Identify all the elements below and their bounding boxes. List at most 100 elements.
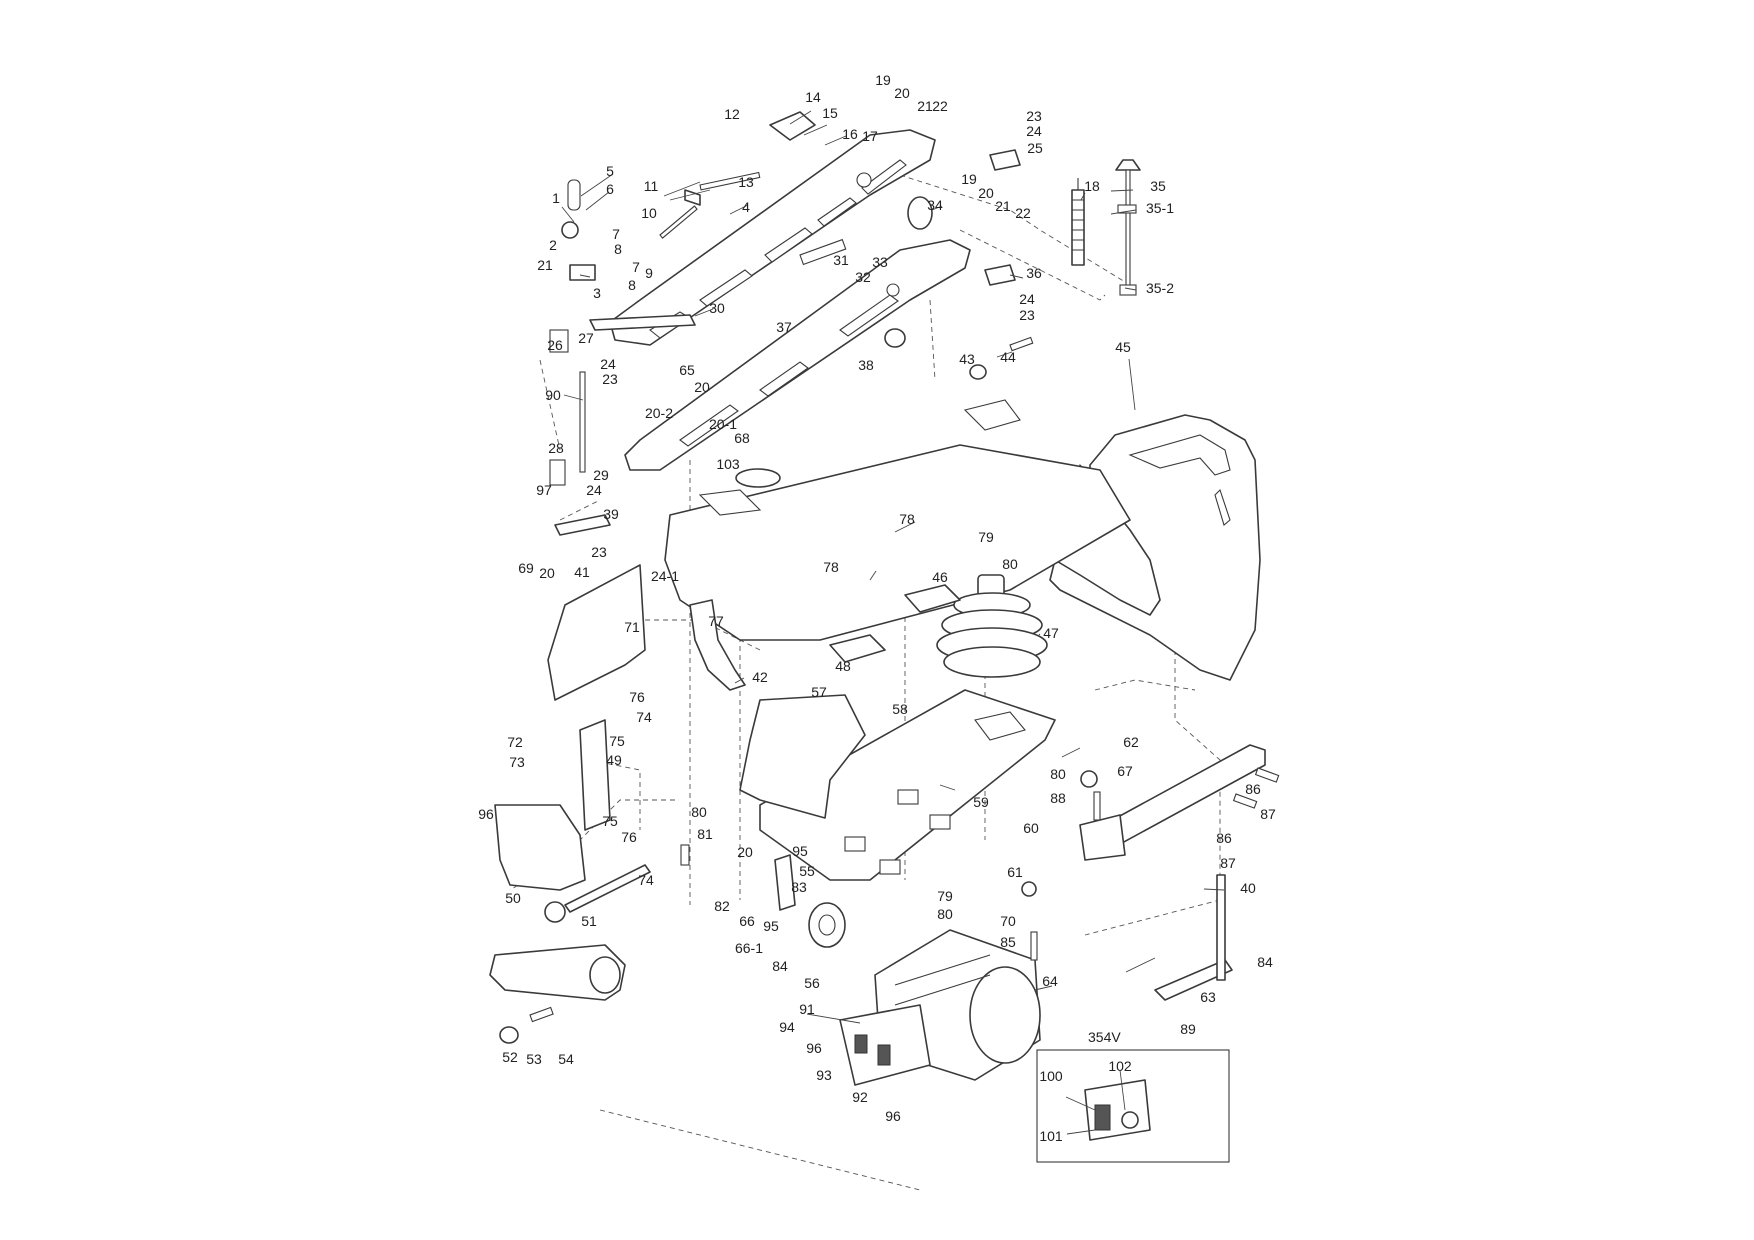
callout-label: 83 — [791, 879, 807, 895]
callout-label: 58 — [892, 701, 908, 717]
callout-label: 21 — [537, 257, 553, 273]
callout-label: 40 — [1240, 880, 1256, 896]
callout-label: 71 — [624, 619, 640, 635]
callout-label: 27 — [578, 330, 594, 346]
callout-label: 26 — [547, 337, 563, 353]
callout-label: 47 — [1043, 625, 1059, 641]
callout-label: 67 — [1117, 763, 1133, 779]
callout-label: 41 — [574, 564, 590, 580]
callout-label: 80 — [691, 804, 707, 820]
callout-label: 24-1 — [651, 568, 679, 584]
callout-label: 19 — [875, 72, 891, 88]
callout-label: 10 — [641, 205, 657, 221]
callout-label: 35 — [1150, 178, 1166, 194]
callout-label: 60 — [1023, 820, 1039, 836]
crank-housing — [489, 944, 626, 1001]
callout-label: 4 — [742, 199, 750, 215]
side-guard — [547, 564, 646, 701]
callout-label: 23 — [1019, 307, 1035, 323]
clamp-blocks — [829, 584, 961, 663]
callout-label: 80 — [1050, 766, 1066, 782]
callout-label: 23 — [602, 371, 618, 387]
callout-label: 45 — [1115, 339, 1131, 355]
callout-label: 20 — [894, 85, 910, 101]
callout-label: 94 — [779, 1019, 795, 1035]
callout-label: 52 — [502, 1049, 518, 1065]
callout-label: 84 — [1257, 954, 1273, 970]
callout-label: 20 — [978, 185, 994, 201]
callout-label: 8 — [628, 277, 636, 293]
pulley — [808, 902, 846, 948]
callout-label: 25 — [1027, 140, 1043, 156]
spring — [1071, 178, 1085, 266]
callout-label: 76 — [621, 829, 637, 845]
tilt-scale — [689, 599, 746, 691]
callout-label: 95 — [763, 918, 779, 934]
callout-label: 96 — [806, 1040, 822, 1056]
base — [759, 689, 1056, 881]
callout-label: 24 — [600, 356, 616, 372]
callout-label: 77 — [708, 613, 724, 629]
callout-label: 70 — [1000, 913, 1016, 929]
blade — [579, 371, 586, 473]
callout-label: 80 — [937, 906, 953, 922]
callout-label: 23 — [1026, 108, 1042, 124]
callout-label: 19 — [961, 171, 977, 187]
callout-label: 22 — [1015, 205, 1031, 221]
callout-label: 66-1 — [735, 940, 763, 956]
callout-label: 22 — [932, 98, 948, 114]
callout-label: 93 — [816, 1067, 832, 1083]
callout-label: 82 — [714, 898, 730, 914]
callout-label: 13 — [738, 174, 754, 190]
callout-label: 12 — [724, 106, 740, 122]
callout-label: 15 — [822, 105, 838, 121]
leader-lines — [561, 110, 1225, 1135]
callout-label: 11 — [644, 178, 659, 194]
callout-label: 80 — [1002, 556, 1018, 572]
lift-bracket — [1154, 959, 1233, 1001]
callout-label: 48 — [835, 658, 851, 674]
callout-label: 79 — [978, 529, 994, 545]
callout-label: 50 — [505, 890, 521, 906]
callout-label: 24 — [586, 482, 602, 498]
callout-label: 96 — [885, 1108, 901, 1124]
callout-label: 84 — [772, 958, 788, 974]
callout-label: 36 — [1026, 265, 1042, 281]
callout-label: 96 — [478, 806, 494, 822]
callout-label: 76 — [629, 689, 645, 705]
callout-label: 63 — [1200, 989, 1216, 1005]
callout-label: 100 — [1039, 1068, 1063, 1084]
callout-label: 92 — [852, 1089, 868, 1105]
callout-label: 74 — [638, 872, 654, 888]
callout-label: 9 — [645, 265, 653, 281]
callout-label: 103 — [716, 456, 740, 472]
variant-inset — [1036, 1049, 1230, 1163]
callout-label: 53 — [526, 1051, 542, 1067]
blower-housing — [494, 804, 586, 891]
callout-label: 20-2 — [645, 405, 673, 421]
callout-label: 72 — [507, 734, 523, 750]
switch-box — [839, 1004, 931, 1086]
callout-label: 31 — [833, 252, 849, 268]
callout-label: 51 — [581, 913, 597, 929]
callout-label: 20 — [539, 565, 555, 581]
callout-label: 59 — [973, 794, 989, 810]
callout-label: 35-2 — [1146, 280, 1174, 296]
callout-label: 20-1 — [709, 416, 737, 432]
callout-label: 68 — [734, 430, 750, 446]
callout-label: 46 — [932, 569, 948, 585]
table-top — [664, 399, 1131, 641]
callout-label: 81 — [697, 826, 713, 842]
callout-label: 7 — [612, 226, 620, 242]
callout-label: 78 — [823, 559, 839, 575]
callout-label: 86 — [1216, 830, 1232, 846]
callout-label: 49 — [606, 752, 622, 768]
callout-label: 32 — [855, 269, 871, 285]
callout-label: 44 — [1000, 349, 1016, 365]
lower-arm — [624, 239, 971, 471]
callout-label: 54 — [558, 1051, 574, 1067]
callout-label: 20 — [737, 844, 753, 860]
callout-label: 28 — [548, 440, 564, 456]
tension-rod — [1115, 159, 1141, 296]
callout-label: 79 — [937, 888, 953, 904]
